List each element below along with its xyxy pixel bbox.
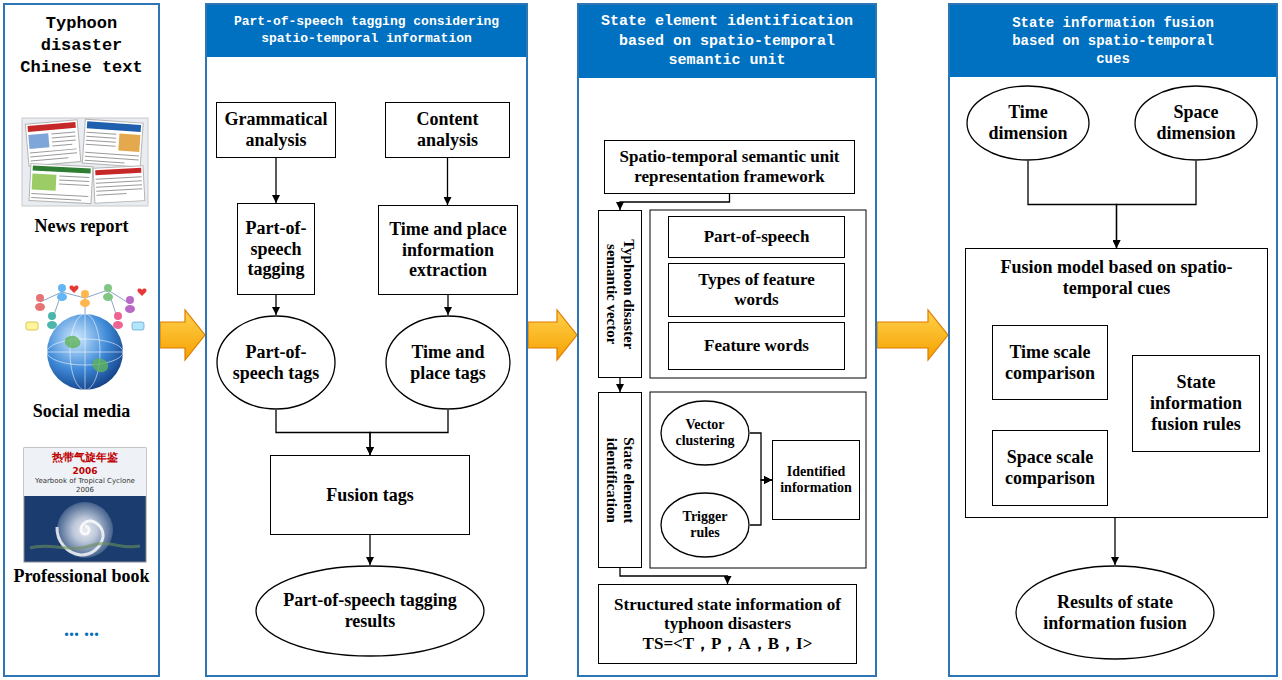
vertical-box: Typhoon disaster semantic vector: [598, 210, 642, 378]
connector: [750, 480, 772, 525]
connector: [447, 295, 448, 315]
box-text: Structured state information of typhoon …: [605, 595, 850, 634]
connector: [275, 295, 276, 315]
result-ellipse: Time and place tags: [385, 315, 511, 410]
connector: [1028, 161, 1117, 248]
box-text: Content analysis: [392, 109, 503, 150]
box-text: Part-of-speech: [675, 227, 838, 247]
panel-heading: State information fusion based on spatio…: [950, 5, 1276, 77]
rotated-text-block: State element identification: [603, 398, 638, 562]
box-text: State element identification: [603, 398, 638, 562]
connector: [620, 568, 728, 584]
flow-arrow: [528, 310, 577, 360]
connector: [620, 194, 730, 210]
box-text: Time and place information extraction: [385, 219, 511, 281]
feature-box: Part-of-speech: [668, 216, 845, 258]
box-text: Typhoon disaster semantic vector: [603, 216, 638, 372]
ellipse-shape: [661, 401, 749, 465]
book-year: 2006: [26, 466, 144, 476]
box-text: Vector clustering: [671, 417, 739, 449]
ellipse-shape: [217, 316, 335, 409]
feature-box: Feature words: [668, 322, 845, 370]
box-text: TS=<T，P，A，B，I>: [605, 634, 850, 654]
process-box: Spatio-temporal semantic unit representa…: [604, 140, 855, 194]
box-text: Part-of-speech tags: [230, 342, 322, 383]
panel-heading: State element identification based on sp…: [579, 5, 875, 78]
box-text: Feature words: [675, 336, 838, 356]
box-text: State information fusion rules: [1139, 372, 1253, 434]
group-frame: [650, 392, 866, 568]
box-text: Results of state information fusion: [1039, 592, 1191, 633]
flow-arrow: [877, 310, 948, 360]
panel-heading: Part-of-speech tagging considering spati…: [207, 5, 526, 57]
result-ellipse: Part-of-speech tagging results: [255, 565, 485, 657]
flow-arrow: [160, 310, 205, 360]
panel-heading: Typhoon disaster Chinese text: [5, 5, 158, 87]
more-sources: ... ...: [3, 618, 160, 641]
process-box: Part-of-speech tagging: [237, 203, 315, 295]
ellipse-shape: [1135, 86, 1257, 160]
method-circle: Vector clustering: [660, 400, 750, 466]
input-ellipse: Space dimension: [1134, 85, 1258, 161]
box-text: Part-of-speech tagging results: [283, 590, 457, 631]
model-box: Time scale comparisonState information f…: [965, 248, 1268, 518]
book-year: 2006: [26, 486, 144, 494]
process-box: Space scale comparison: [992, 430, 1108, 506]
connector: [619, 378, 620, 392]
connector: [369, 535, 370, 565]
vertical-box: State element identification: [598, 392, 642, 568]
connector: [750, 433, 772, 480]
feature-box: Types of feature words: [668, 263, 845, 317]
book-subtitle: Yearbook of Tropical Cyclone: [26, 477, 144, 485]
social-media-globe: [26, 284, 147, 390]
connector: [276, 410, 370, 455]
ellipse-shape: [1016, 566, 1214, 659]
result-ellipse: Part-of-speech tags: [216, 315, 336, 410]
book-title: 热带气旋年鉴: [26, 452, 144, 465]
box-text: Time and place tags: [400, 342, 496, 383]
news-collage: [22, 118, 148, 206]
output-box: Structured state information of typhoon …: [598, 584, 857, 664]
box-text: Part-of-speech tagging: [244, 218, 308, 280]
box-text: Grammatical analysis: [223, 109, 329, 150]
source-caption: News report: [3, 216, 160, 237]
source-caption: Professional book: [3, 566, 160, 587]
process-box: Time scale comparison: [992, 325, 1108, 400]
connector: [275, 158, 276, 203]
connector: [1117, 161, 1197, 248]
result-box: Identified information: [772, 440, 860, 520]
result-ellipse: Results of state information fusion: [1015, 565, 1215, 660]
box-text: Time scale comparison: [999, 342, 1101, 383]
group-frame: [650, 210, 866, 378]
ellipse-shape: [967, 86, 1089, 160]
ellipse-shape: [256, 566, 484, 656]
stage-panel: Time dimension Space dimensionTime scale …: [948, 3, 1278, 677]
box-text: Spatio-temporal semantic unit representa…: [611, 147, 848, 186]
method-circle: Trigger rules: [660, 492, 750, 558]
stage-panel: Spatio-temporal semantic unit representa…: [577, 3, 877, 677]
rotated-text-block: Typhoon disaster semantic vector: [603, 216, 638, 372]
box-text: Trigger rules: [671, 509, 739, 541]
stage-panel: Grammatical analysisContent analysisPart…: [205, 3, 528, 677]
source-caption: Social media: [3, 401, 160, 422]
process-box: Time and place information extraction: [378, 205, 518, 295]
box-text: Space scale comparison: [999, 447, 1101, 488]
connector: [447, 158, 448, 205]
input-ellipse: Time dimension: [966, 85, 1090, 161]
book-cover: [24, 448, 146, 562]
box-text: Time dimension: [981, 102, 1075, 143]
box-text: Space dimension: [1149, 102, 1243, 143]
box-text: Fusion model based on spatio-temporal cu…: [972, 257, 1261, 298]
process-box: Fusion tags: [270, 455, 470, 535]
process-box: Grammatical analysis: [216, 102, 336, 158]
process-box: Content analysis: [385, 102, 510, 158]
connector: [370, 410, 448, 455]
ellipse-shape: [386, 316, 510, 409]
ellipse-shape: [661, 493, 749, 557]
box-text: Fusion tags: [277, 485, 463, 506]
box-text: Types of feature words: [675, 270, 838, 309]
process-box: State information fusion rules: [1132, 355, 1260, 452]
box-text: Identified information: [779, 464, 853, 496]
connector: [1114, 518, 1115, 565]
